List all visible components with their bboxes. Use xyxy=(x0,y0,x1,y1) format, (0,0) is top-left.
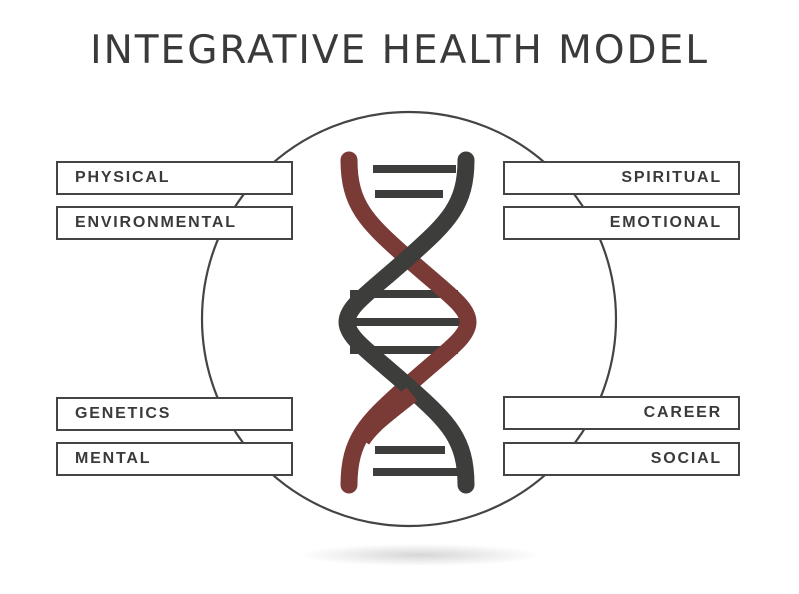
rung xyxy=(373,165,456,173)
rung xyxy=(347,318,465,326)
label-career: CAREER xyxy=(503,396,740,430)
rung xyxy=(373,468,458,476)
outer-circle xyxy=(200,110,618,528)
helix-rungs xyxy=(347,165,465,476)
label-social: SOCIAL xyxy=(503,442,740,476)
label-spiritual: SPIRITUAL xyxy=(503,161,740,195)
rung xyxy=(375,446,445,454)
label-environmental: ENVIRONMENTAL xyxy=(56,206,293,240)
helix-strand-red-overlap xyxy=(354,387,418,445)
label-physical: PHYSICAL xyxy=(56,161,293,195)
label-genetics: GENETICS xyxy=(56,397,293,431)
diagram-title: INTEGRATIVE HEALTH MODEL xyxy=(90,28,709,73)
rung xyxy=(375,190,443,198)
rung xyxy=(350,290,458,298)
helix-strand-dark xyxy=(338,151,475,494)
label-emotional: EMOTIONAL xyxy=(503,206,740,240)
label-mental: MENTAL xyxy=(56,442,293,476)
rung xyxy=(350,346,458,354)
drop-shadow xyxy=(300,544,540,566)
dna-helix-icon xyxy=(338,151,477,494)
